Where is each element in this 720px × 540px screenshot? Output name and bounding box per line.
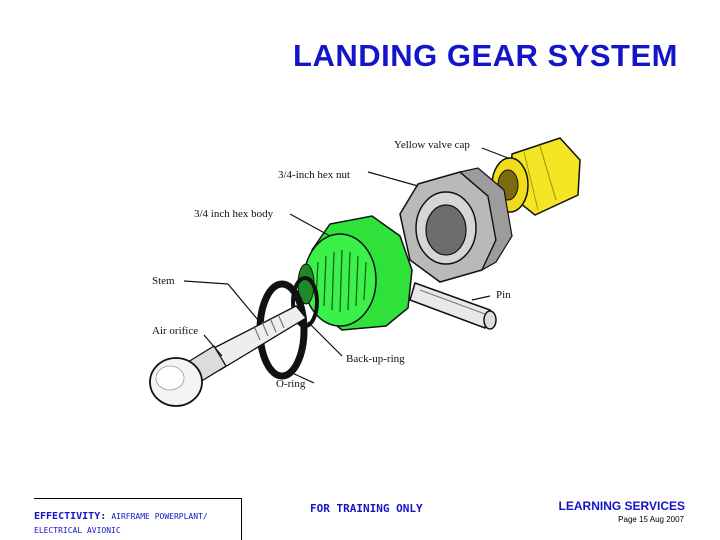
training-notice: FOR TRAINING ONLY (310, 502, 423, 515)
hex-nut-part (399, 167, 513, 283)
hex-body-part (297, 215, 413, 331)
learning-services: LEARNING SERVICES (558, 499, 685, 513)
label-air-orifice: Air orifice (152, 325, 198, 337)
label-hex-nut: 3/4-inch hex nut (278, 169, 350, 181)
label-yellow-valve-cap: Yellow valve cap (394, 139, 470, 151)
effectivity-label: EFFECTIVITY: (34, 511, 107, 522)
stem-part (149, 305, 307, 407)
page-date: Page 15 Aug 2007 (618, 515, 684, 524)
label-pin: Pin (496, 289, 511, 301)
label-hex-body: 3/4 inch hex body (194, 208, 274, 220)
label-o-ring: O-ring (276, 378, 306, 390)
effectivity-box: EFFECTIVITY: AIRFRAME POWERPLANT/ ELECTR… (34, 498, 242, 540)
label-back-up-ring: Back-up-ring (346, 353, 405, 365)
slide-title: LANDING GEAR SYSTEM (293, 38, 678, 73)
leader-lines (183, 147, 509, 384)
pin-part (409, 282, 497, 330)
effectivity-value-2: ELECTRICAL AVIONIC (34, 526, 121, 535)
effectivity-value: AIRFRAME POWERPLANT/ (111, 512, 208, 521)
label-stem: Stem (152, 275, 175, 287)
